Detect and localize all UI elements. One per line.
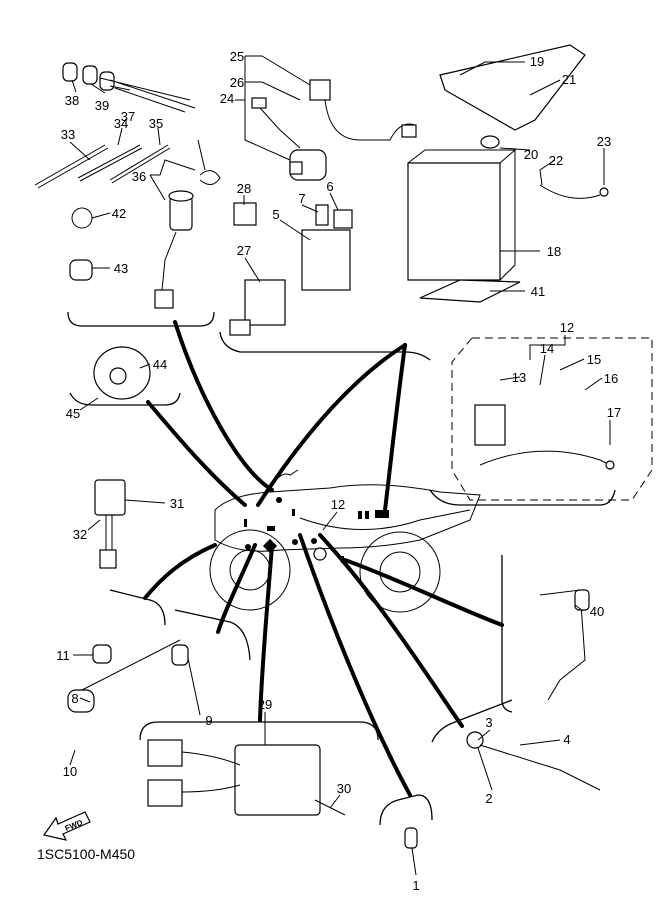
callout-30: 30 — [337, 781, 351, 796]
callout-22: 22 — [549, 153, 563, 168]
callout-6: 6 — [326, 179, 333, 194]
callout-39: 39 — [95, 98, 109, 113]
callout-13: 13 — [512, 370, 526, 385]
callout-28: 28 — [237, 181, 251, 196]
callout-16: 16 — [604, 371, 618, 386]
callout-3: 3 — [485, 715, 492, 730]
wire-harness-box — [451, 337, 653, 501]
callout-8: 8 — [71, 691, 78, 706]
callout-7: 7 — [298, 191, 305, 206]
callout-23: 23 — [597, 134, 611, 149]
callout-24: 24 — [220, 91, 234, 106]
callout-19: 19 — [530, 54, 544, 69]
callout-34: 34 — [114, 116, 128, 131]
callout-45: 45 — [66, 406, 80, 421]
leader-lines — [69, 55, 611, 876]
callout-44: 44 — [153, 357, 167, 372]
callout-labels: 38 39 37 33 34 35 36 42 43 25 26 24 19 2… — [56, 49, 621, 893]
callout-36: 36 — [132, 169, 146, 184]
callout-17: 17 — [607, 405, 621, 420]
callout-12-harness: 12 — [560, 320, 574, 335]
callout-21: 21 — [562, 72, 576, 87]
callout-27: 27 — [237, 243, 251, 258]
callout-1: 1 — [412, 878, 419, 893]
forward-direction-arrow: FWD — [42, 811, 91, 841]
callout-40: 40 — [590, 604, 604, 619]
group-connector-lines — [143, 320, 504, 797]
callout-9: 9 — [205, 713, 212, 728]
callout-42: 42 — [112, 206, 126, 221]
callout-38: 38 — [65, 93, 79, 108]
group-brackets — [67, 311, 616, 826]
callout-12-vehicle: 12 — [331, 497, 345, 512]
callout-33: 33 — [61, 127, 75, 142]
callout-41: 41 — [531, 284, 545, 299]
callout-25: 25 — [230, 49, 244, 64]
callout-18: 18 — [547, 244, 561, 259]
callout-31: 31 — [170, 496, 184, 511]
atv-vehicle-outline — [209, 469, 481, 613]
callout-37: 37 — [121, 109, 135, 124]
callout-11: 11 — [56, 648, 70, 663]
callout-14: 14 — [540, 341, 554, 356]
callout-26: 26 — [230, 75, 244, 90]
callout-4: 4 — [563, 732, 570, 747]
callout-43: 43 — [114, 261, 128, 276]
callout-20: 20 — [524, 147, 538, 162]
callout-29: 29 — [258, 697, 272, 712]
callout-35: 35 — [149, 116, 163, 131]
callout-2: 2 — [485, 791, 492, 806]
callout-32: 32 — [73, 527, 87, 542]
part-code: 1SC5100-M450 — [37, 846, 135, 862]
part-shapes — [34, 44, 615, 849]
callout-5: 5 — [272, 207, 279, 222]
callout-15: 15 — [587, 352, 601, 367]
callout-10: 10 — [63, 764, 77, 779]
